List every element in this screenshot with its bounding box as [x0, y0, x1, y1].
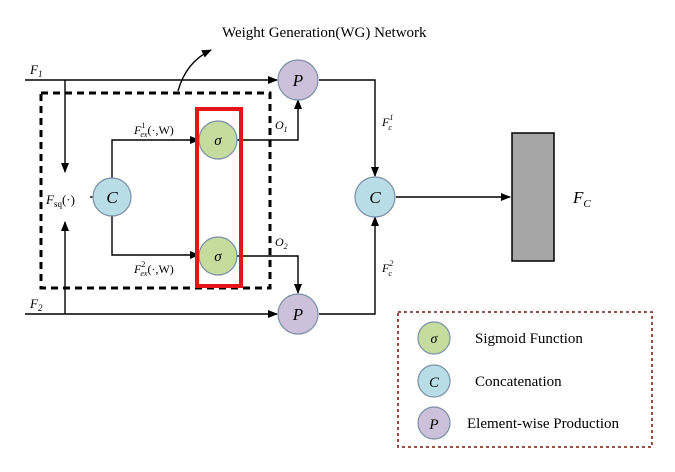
concat-to-sigma-top-line — [111, 136, 200, 178]
sigma-top-to-product-line — [237, 99, 302, 141]
final-output-label: FC — [572, 188, 591, 210]
legend-border — [397, 311, 653, 448]
wg-network-boundary — [39, 91, 272, 290]
f2-label: F2 — [29, 296, 43, 313]
legend-item-sigmoid: σ Sigmoid Function — [417, 321, 583, 355]
concat-node-left: C — [92, 177, 132, 217]
concat-node-right: C — [354, 176, 396, 218]
svg-text:σ: σ — [214, 133, 222, 149]
svg-text:σ: σ — [214, 249, 222, 265]
legend-label-sigmoid: Sigmoid Function — [475, 331, 583, 347]
svg-text:P: P — [292, 305, 303, 324]
title-pointer-arrow — [177, 49, 212, 92]
product-top-to-concat-line — [319, 79, 379, 177]
legend-label-product: Element-wise Production — [467, 416, 620, 432]
output-feature-block — [511, 132, 555, 262]
sigma-bottom-to-product-line — [237, 255, 302, 294]
sigmoid-node-top: σ — [198, 120, 238, 160]
concat-icon: C — [429, 375, 440, 391]
svg-text:P: P — [292, 71, 303, 90]
legend-item-product: P Element-wise Production — [417, 406, 620, 440]
legend: σ Sigmoid Function C Concatenation P Ele… — [397, 311, 653, 448]
svg-text:C: C — [369, 188, 381, 207]
sigmoid-highlight-box — [195, 107, 243, 288]
sigma-icon: σ — [431, 332, 439, 347]
concat-to-sigma-bottom-line — [111, 216, 200, 259]
o1-label: O1 — [275, 118, 288, 134]
sigmoid-node-bottom: σ — [198, 236, 238, 276]
network-title: Weight Generation(WG) Network — [222, 25, 427, 41]
product-node-top: P — [277, 59, 319, 101]
squeeze-label: Fsq(·) — [45, 192, 75, 209]
product-node-bottom: P — [277, 293, 319, 335]
legend-item-concat: C Concatenation — [417, 364, 562, 398]
legend-label-concat: Concatenation — [475, 374, 562, 390]
product-icon: P — [428, 417, 438, 433]
product-bottom-to-concat-line — [319, 216, 379, 315]
o2-label: O2 — [275, 235, 288, 251]
f1-label: F1 — [29, 62, 42, 79]
svg-text:C: C — [106, 188, 118, 207]
